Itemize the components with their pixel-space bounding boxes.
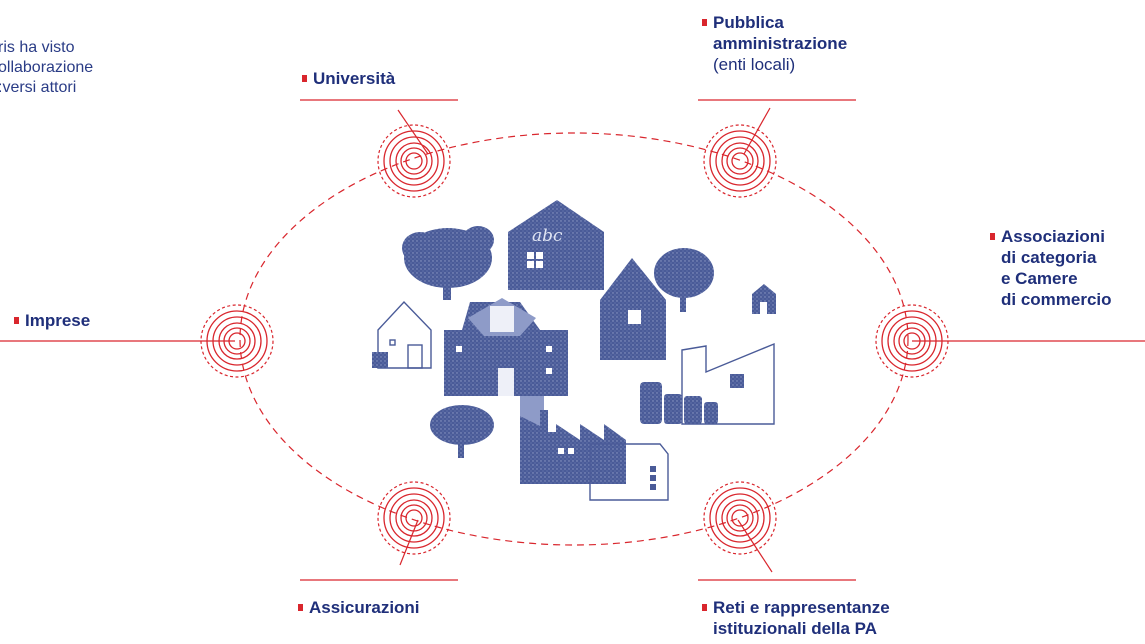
label-imprese: Imprese (14, 310, 90, 331)
intro-line-2: ollaborazione (0, 59, 94, 76)
target-assicurazioni (377, 481, 451, 555)
leader-lines (0, 99, 1145, 581)
bullet-marker (702, 604, 707, 611)
label-reti-line2: istituzionali della PA (713, 619, 878, 638)
label-pubblica: Pubblica amministrazione (enti locali) (702, 12, 847, 75)
label-associazioni-line4: di commercio (1001, 290, 1112, 309)
label-universita-text: Università (313, 69, 396, 88)
bullet-marker (302, 75, 307, 82)
target-universita (377, 124, 451, 198)
central-illustration: abc (372, 200, 776, 501)
intro-line-1: ris ha visto (0, 39, 75, 56)
bullet-marker (702, 19, 707, 26)
hut-icon (752, 284, 776, 314)
label-associazioni-line2: di categoria (1001, 248, 1097, 267)
label-pubblica-line1: Pubblica (713, 13, 784, 32)
connection-ellipse (239, 132, 909, 546)
school-icon: abc (508, 200, 604, 290)
target-pubblica (703, 124, 777, 198)
label-assicurazioni-text: Assicurazioni (309, 598, 420, 617)
label-associazioni-line3: e Camere (1001, 269, 1078, 288)
intro-text: ris ha visto ollaborazione versi attori: (0, 38, 148, 98)
label-assicurazioni: Assicurazioni (298, 597, 420, 618)
bullet-marker (990, 233, 995, 240)
tree-icon (430, 405, 494, 458)
school-sign: abc (532, 226, 563, 246)
tree-icon (654, 248, 714, 312)
label-pubblica-note: (enti locali) (713, 55, 796, 74)
bullet-marker (298, 604, 303, 611)
tree-icon (402, 226, 494, 300)
label-reti-line1: Reti e rappresentanze (713, 598, 890, 617)
label-imprese-text: Imprese (25, 311, 91, 330)
factory-icon (520, 410, 669, 501)
target-reti (703, 481, 777, 555)
label-universita: Università (302, 68, 395, 89)
label-reti: Reti e rappresentanze istituzionali dell… (702, 597, 890, 639)
label-pubblica-line2: amministrazione (713, 34, 848, 53)
label-associazioni: Associazioni di categoria e Camere di co… (990, 226, 1112, 310)
silos-icon (640, 382, 718, 424)
warehouse-icon (681, 342, 775, 425)
house-icon (600, 258, 666, 360)
intro-line-3: versi attori: (0, 79, 77, 96)
bullet-marker (14, 317, 19, 324)
label-associazioni-line1: Associazioni (1001, 227, 1105, 246)
